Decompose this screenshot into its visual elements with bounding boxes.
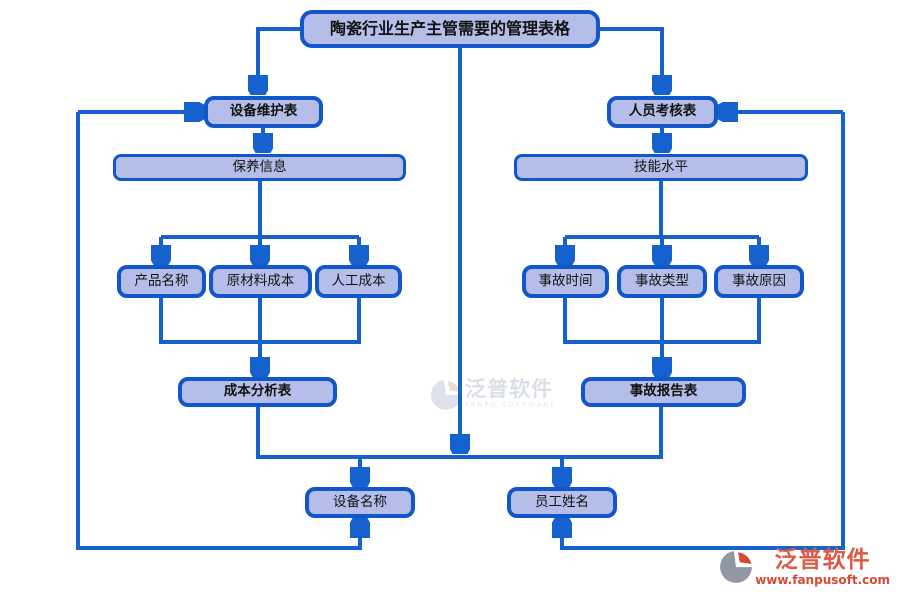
node-personnel-assessment-table: 人员考核表 bbox=[607, 96, 718, 128]
node-equipment-name: 设备名称 bbox=[305, 487, 415, 518]
node-product-name: 产品名称 bbox=[117, 265, 206, 298]
node-maintenance-info: 保养信息 bbox=[113, 154, 406, 181]
fanpu-logo-icon bbox=[720, 551, 753, 583]
node-cost-analysis-table: 成本分析表 bbox=[178, 377, 337, 407]
node-accident-report-table: 事故报告表 bbox=[581, 377, 746, 407]
node-labor-cost: 人工成本 bbox=[315, 265, 402, 298]
node-title: 陶瓷行业生产主管需要的管理表格 bbox=[300, 10, 600, 48]
watermark-text: 泛普软件 bbox=[465, 377, 553, 401]
node-equipment-maintenance-table: 设备维护表 bbox=[204, 96, 323, 128]
footer-logo: 泛普软件 www.fanpusoft.com bbox=[719, 549, 890, 586]
fanpu-logo-icon bbox=[431, 380, 461, 410]
node-accident-type: 事故类型 bbox=[617, 265, 707, 298]
node-accident-time: 事故时间 bbox=[522, 265, 609, 298]
footer-logo-url: www.fanpusoft.com bbox=[755, 573, 890, 587]
watermark-subtext: FANPU SOFTWARE bbox=[465, 401, 557, 409]
node-employee-name: 员工姓名 bbox=[507, 487, 617, 518]
watermark: 泛普软件 FANPU SOFTWARE bbox=[430, 378, 557, 410]
node-skill-level: 技能水平 bbox=[514, 154, 808, 181]
footer-logo-text: 泛普软件 bbox=[774, 547, 871, 573]
node-accident-cause: 事故原因 bbox=[714, 265, 804, 298]
node-raw-material-cost: 原材料成本 bbox=[209, 265, 312, 298]
